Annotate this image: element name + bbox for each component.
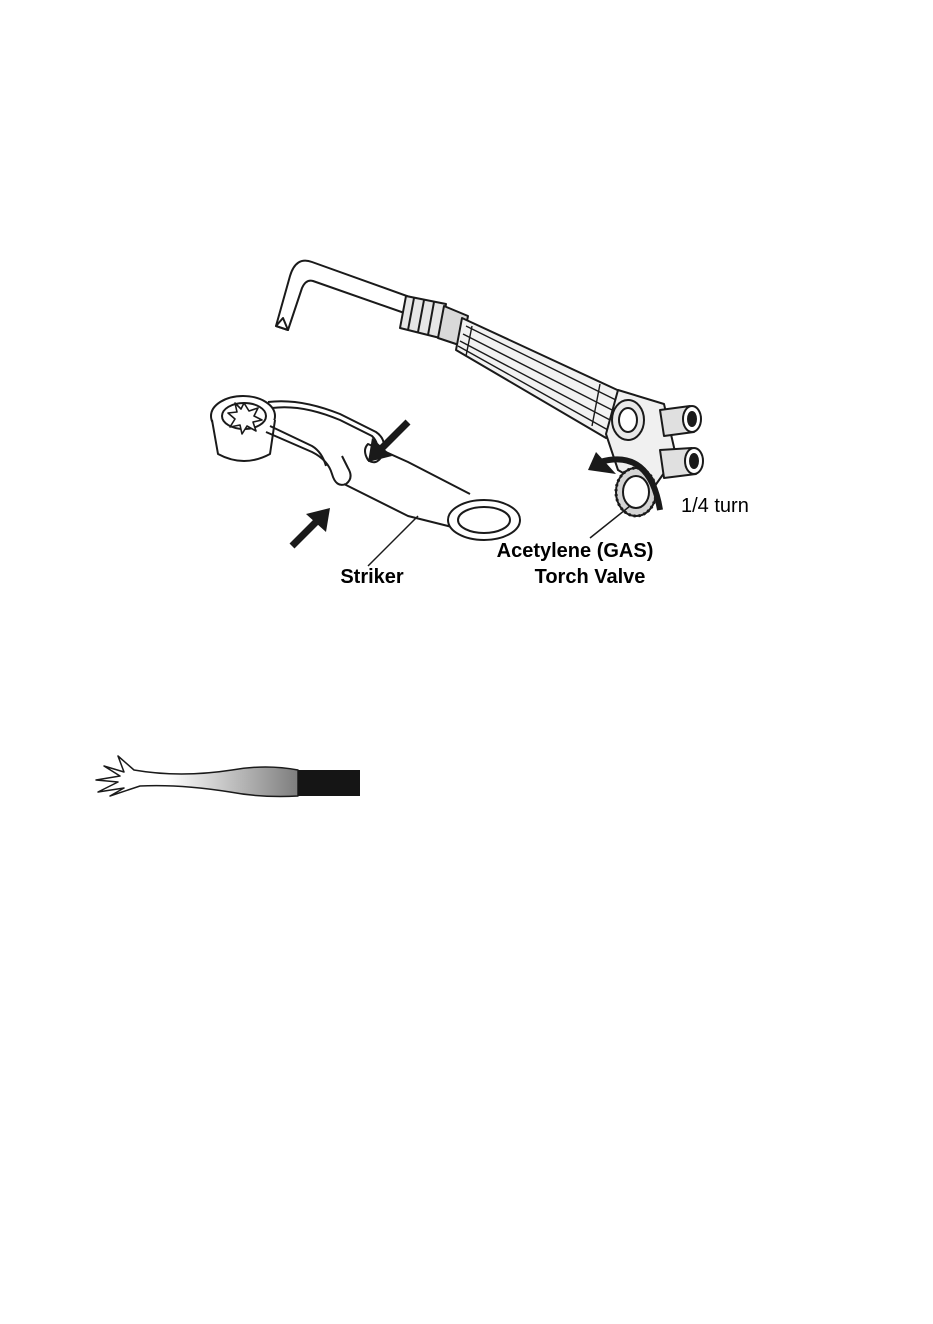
acetylene-valve-label-line1: Acetylene (GAS) bbox=[497, 540, 654, 562]
striker-loop-handle bbox=[448, 500, 520, 540]
flame bbox=[96, 756, 298, 797]
hose-connector-acetylene bbox=[660, 448, 703, 478]
arrow-icon bbox=[292, 422, 408, 546]
torch-tip bbox=[276, 261, 418, 330]
torch-handle bbox=[456, 318, 626, 438]
striker-spring-wire bbox=[266, 401, 470, 528]
striker bbox=[211, 396, 520, 540]
torch-nozzle bbox=[298, 770, 360, 796]
squeeze-arrow-lower bbox=[292, 508, 330, 546]
acetylene-valve-label-line2: Torch Valve bbox=[535, 566, 646, 588]
valve-leader-line bbox=[590, 506, 630, 538]
squeeze-arrow-upper bbox=[368, 422, 408, 462]
quarter-turn-label: 1/4 turn bbox=[681, 495, 749, 517]
cutting-torch bbox=[276, 261, 703, 516]
striker-label: Striker bbox=[340, 566, 404, 588]
striker-leader-line bbox=[368, 516, 418, 566]
hose-connector-oxygen bbox=[660, 406, 701, 436]
flame-illustration bbox=[96, 756, 360, 797]
